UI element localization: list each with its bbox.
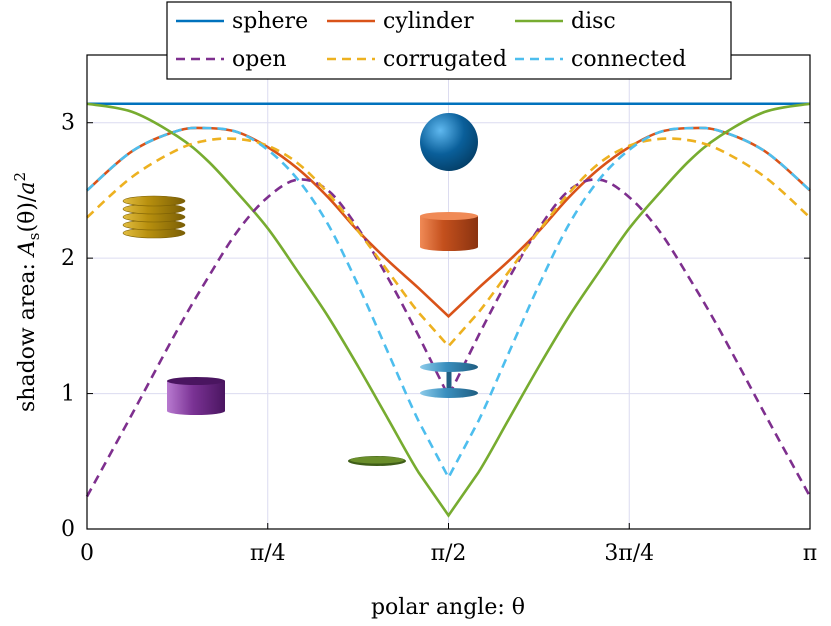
x-tick-label: π/4	[250, 541, 286, 566]
legend: sphere cylinder disc open corrugated connecte…	[166, 1, 732, 80]
series-line-corrugated	[86, 137, 811, 349]
legend-label-open: open	[232, 47, 287, 72]
x-tick-label: 0	[80, 541, 94, 566]
series-line-cylinder	[86, 126, 811, 319]
y-axis-label-sub: s	[25, 233, 43, 241]
y-axis-label-A: A	[15, 240, 40, 258]
legend-label-connected: connected	[571, 47, 686, 72]
open-cylinder-illustration	[167, 377, 225, 415]
connected-rod	[446, 369, 452, 391]
sphere-illustration	[420, 113, 478, 171]
x-tick-label: π	[803, 541, 817, 566]
x-tick-label: π/2	[431, 541, 467, 566]
cylinder-top	[420, 212, 478, 220]
legend-label-disc: disc	[571, 9, 616, 34]
y-axis-label-mid: (θ)/	[15, 194, 40, 232]
legend-label-corrugated: corrugated	[383, 47, 507, 72]
axis-ticks: 0 π/4 π/2 3π/4 π 0 1 2 3	[61, 55, 817, 566]
y-tick-label: 0	[61, 517, 75, 542]
legend-label-sphere: sphere	[232, 9, 308, 34]
y-axis-label: shadow area: As(θ)/a2	[11, 172, 43, 412]
series-line-connected	[86, 126, 811, 481]
y-axis-label-sup: 2	[11, 172, 29, 182]
y-axis-label-prefix: shadow area:	[15, 256, 40, 412]
shape-illustrations	[122, 113, 478, 466]
cylinder-illustration	[420, 212, 478, 251]
disc-illustration	[348, 456, 406, 466]
series-lines	[85, 102, 812, 518]
series-line-open	[85, 178, 812, 498]
x-tick-label: 3π/4	[604, 541, 654, 566]
y-axis-label-a: a	[15, 182, 40, 195]
x-axis-label: polar angle: θ	[371, 595, 525, 620]
y-tick-label: 3	[61, 111, 75, 136]
corrugated-layer	[122, 195, 186, 207]
legend-label-cylinder: cylinder	[383, 9, 474, 34]
corrugated-illustration	[122, 195, 186, 239]
open-cylinder-rim	[167, 377, 225, 385]
y-tick-label: 1	[61, 382, 75, 407]
disc-top	[350, 456, 404, 464]
connected-discs-illustration	[420, 362, 478, 398]
series-line-disc	[86, 102, 811, 518]
y-tick-label: 2	[61, 246, 75, 271]
legend-box	[166, 1, 732, 80]
